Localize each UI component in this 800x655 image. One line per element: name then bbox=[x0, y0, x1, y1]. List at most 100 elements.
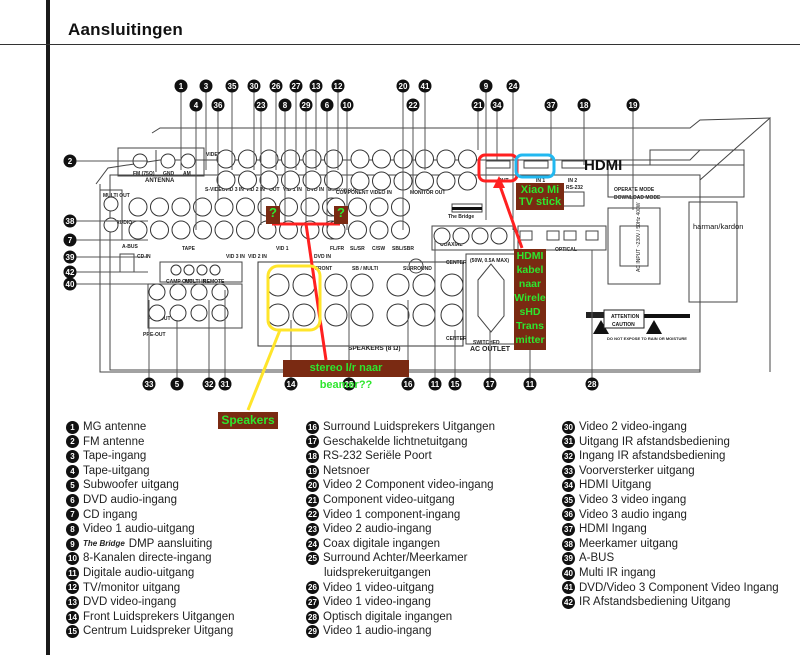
callout-number: 33 bbox=[145, 380, 154, 389]
legend-text: MG antenne bbox=[83, 421, 147, 433]
legend-text: Geschakelde lichtnetuitgang bbox=[323, 435, 468, 448]
callout-number-icon bbox=[289, 79, 303, 93]
hdmi-in1-port bbox=[523, 160, 549, 169]
caution-triangle-icon bbox=[646, 320, 662, 334]
component-jack bbox=[415, 171, 434, 191]
brand-logo: harman/kardon bbox=[693, 222, 743, 231]
callout-number: 36 bbox=[214, 101, 223, 110]
callout-number: 16 bbox=[404, 380, 413, 389]
legend-text: Surround Luidsprekers Uitgangen bbox=[323, 421, 495, 433]
audio-jack-left bbox=[279, 197, 298, 217]
callout-number-icon: 31 bbox=[562, 435, 575, 449]
sblsbr-label: SBL/SBR bbox=[392, 246, 414, 252]
8ch-jack bbox=[348, 197, 367, 217]
legend-text: IR Afstandsbediening Uitgang bbox=[579, 596, 731, 609]
video-label: VIDEO bbox=[206, 152, 222, 158]
sb-multi-label: SB / MULTI bbox=[352, 266, 379, 272]
callout-number-icon: 6 bbox=[66, 493, 79, 507]
callout-number: 8 bbox=[283, 101, 288, 110]
xiaomi-note: Xiao Mi TV stick bbox=[516, 183, 564, 210]
legend-text: 8-Kanalen directe-ingang bbox=[83, 552, 212, 565]
multi-out-jack bbox=[103, 196, 119, 212]
callout-number: 11 bbox=[431, 380, 440, 389]
callout-number-icon bbox=[202, 377, 216, 391]
callout-number-icon bbox=[626, 98, 640, 112]
callout-number: 13 bbox=[312, 82, 321, 91]
hdmi-in2-label: IN 2 bbox=[568, 178, 577, 184]
preout-jack bbox=[190, 304, 208, 322]
callout-number-icon bbox=[544, 98, 558, 112]
callout-number-icon bbox=[63, 233, 77, 247]
callout-number-icon bbox=[254, 98, 268, 112]
speaker-terminal-positive bbox=[386, 273, 410, 297]
multi-out-jack bbox=[103, 217, 119, 233]
callout-number-icon bbox=[299, 98, 313, 112]
8ch-jack bbox=[348, 220, 367, 240]
audio-jack-right bbox=[193, 220, 212, 240]
callout-number-icon bbox=[331, 79, 345, 93]
callout-number-icon: 23 bbox=[306, 522, 319, 536]
hdmi-note-line: kabel bbox=[516, 264, 544, 276]
legend-text: DVD audio-ingang bbox=[83, 493, 177, 506]
fm-label: FM (75Ω) bbox=[133, 171, 155, 177]
callout-number-icon: 11 bbox=[66, 566, 79, 580]
callout-number-icon: 17 bbox=[306, 435, 319, 449]
csw-label: C/SW bbox=[372, 246, 385, 252]
legend-text: Voorversterker uitgang bbox=[579, 464, 695, 477]
callout-number: 9 bbox=[484, 82, 489, 91]
callout-number-icon: 8 bbox=[66, 522, 79, 536]
callout-number-icon bbox=[490, 98, 504, 112]
coax-jack bbox=[433, 227, 451, 245]
component-jack bbox=[372, 171, 391, 191]
callout-number: 18 bbox=[580, 101, 589, 110]
callout-number: 17 bbox=[486, 380, 495, 389]
page-margin-bar bbox=[46, 0, 50, 655]
callout-number-icon: 34 bbox=[562, 479, 575, 493]
hdmi-out-port bbox=[485, 160, 511, 169]
ir-jack bbox=[209, 264, 221, 276]
receiver-rear-panel-diagram: FM (75Ω) GND AM ANTENNA VIDEO S-VIDEO MU… bbox=[63, 79, 771, 411]
speaker-terminal-negative bbox=[386, 303, 410, 327]
coax-jack bbox=[452, 227, 470, 245]
preout-jack bbox=[169, 283, 187, 301]
callout-number: 23 bbox=[257, 101, 266, 110]
preout-jack bbox=[169, 304, 187, 322]
legend-text: Video 1 audio-ingang bbox=[323, 625, 432, 638]
vid2-label: VID 2 IN bbox=[248, 254, 267, 260]
legend-text: Ingang IR afstandsbediening bbox=[579, 450, 726, 463]
callout-number: 42 bbox=[66, 268, 75, 277]
callout-number-icon bbox=[396, 79, 410, 93]
callout-number-icon: 10 bbox=[66, 552, 79, 566]
callout-number: 15 bbox=[451, 380, 460, 389]
am-antenna-jack bbox=[180, 153, 196, 169]
stereo-beamer-note: stereo l/r naar beamer?? bbox=[283, 360, 409, 391]
component-jack bbox=[350, 171, 370, 191]
callout-number-icon bbox=[63, 265, 77, 279]
callout-number-icon: 22 bbox=[306, 508, 319, 522]
callout-number-icon bbox=[506, 79, 520, 93]
hdmi-note-line: Wirele bbox=[514, 292, 546, 304]
legend-item: 29 Video 1 audio-ingang bbox=[306, 624, 495, 639]
legend-text: Subwoofer uitgang bbox=[83, 479, 179, 492]
audio-jack-left bbox=[171, 197, 191, 217]
hdmi-cable-note: HDMI kabel naar Wirele sHD Trans mitter bbox=[514, 249, 546, 350]
attention-label: ATTENTION bbox=[611, 314, 640, 320]
legend-text: Optisch digitale ingangen bbox=[323, 610, 453, 623]
multi-out-label: MULTI OUT bbox=[103, 193, 130, 199]
callout-number-icon: 29 bbox=[306, 625, 319, 639]
remote-panel bbox=[159, 261, 243, 283]
callout-number-icon bbox=[448, 377, 462, 391]
callout-number-icon bbox=[269, 79, 283, 93]
callout-number-icon bbox=[406, 98, 420, 112]
legend-text: Multi IR ingang bbox=[579, 566, 656, 579]
